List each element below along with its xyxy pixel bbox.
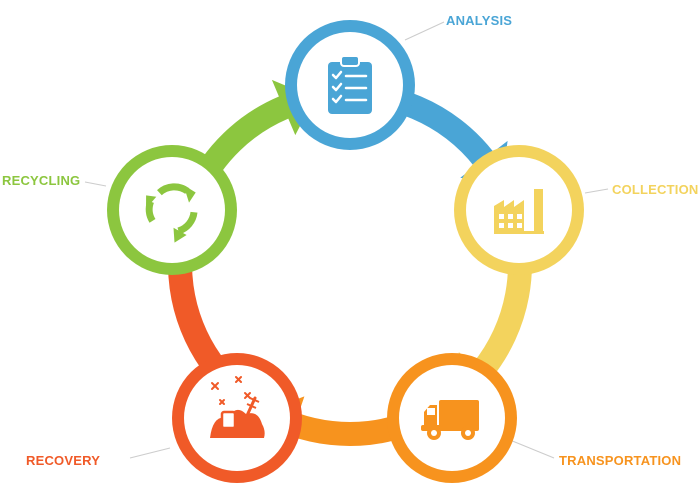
label-collection: COLLECTION [612,182,699,197]
label-transportation: TRANSPORTATION [559,453,681,468]
node-analysis [285,20,415,150]
leader-line-analysis [404,21,445,41]
truck-icon [421,400,479,440]
leader-line-recycling [84,181,107,187]
waste-pile-icon [210,376,265,438]
label-analysis: ANALYSIS [446,13,512,28]
node-collection [454,145,584,275]
leader-line-recovery [129,447,171,459]
factory-icon [494,189,544,234]
leader-line-transportation [509,439,555,459]
label-recycling: RECYCLING [2,173,80,188]
clipboard-checklist-icon [328,55,372,114]
node-transportation [387,353,517,483]
node-recycling [107,145,237,275]
recycle-icon [145,183,198,243]
label-recovery: RECOVERY [26,453,100,468]
leader-line-collection [584,188,609,194]
node-recovery [172,353,302,483]
arrow-transportation-to-recovery [265,396,447,454]
